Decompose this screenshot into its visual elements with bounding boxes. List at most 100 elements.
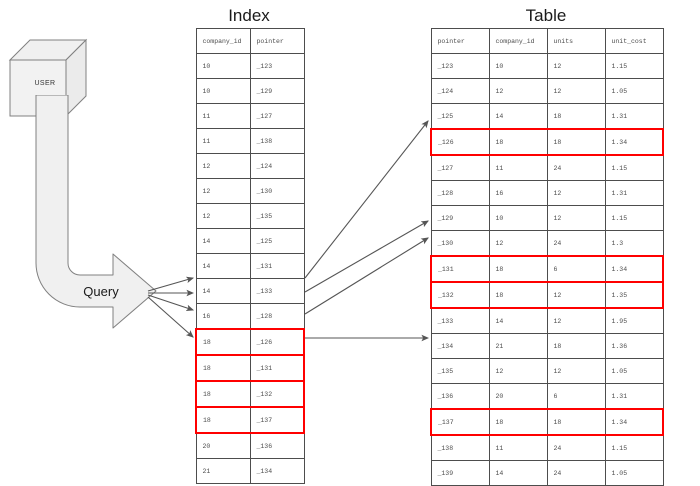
data-cell-pointer: _128 bbox=[430, 180, 490, 206]
query-arrow: Query bbox=[8, 94, 198, 345]
data-cell-company-id: 14 bbox=[488, 307, 548, 334]
index-cell-pointer: _128 bbox=[249, 303, 305, 330]
data-cell-unit-cost: 1.34 bbox=[604, 408, 664, 436]
data-header-unit-cost: unit_cost bbox=[604, 28, 664, 54]
data-cell-company-id: 12 bbox=[488, 230, 548, 257]
data-cell-units: 24 bbox=[546, 460, 606, 486]
index-cell-company-id: 12 bbox=[195, 203, 251, 229]
index-cell-company-id: 10 bbox=[195, 78, 251, 104]
table-row: 12_124 bbox=[195, 153, 305, 179]
data-cell-company-id: 12 bbox=[488, 358, 548, 384]
data-cell-company-id: 11 bbox=[488, 154, 548, 181]
data-cell-unit-cost: 1.05 bbox=[604, 460, 664, 486]
table-row: 18_126 bbox=[195, 328, 305, 356]
data-cell-units: 18 bbox=[546, 103, 606, 130]
data-header-row: pointer company_id units unit_cost bbox=[430, 28, 664, 54]
data-cell-unit-cost: 1.15 bbox=[604, 53, 664, 79]
data-cell-company-id: 18 bbox=[488, 408, 548, 436]
data-header-pointer: pointer bbox=[430, 28, 490, 54]
data-cell-unit-cost: 1.31 bbox=[604, 103, 664, 130]
data-header-units: units bbox=[546, 28, 606, 54]
data-cell-company-id: 10 bbox=[488, 205, 548, 231]
data-cell-pointer: _126 bbox=[430, 128, 490, 156]
data-cell-pointer: _131 bbox=[430, 255, 490, 283]
index-cell-pointer: _125 bbox=[249, 228, 305, 254]
index-cell-company-id: 10 bbox=[195, 53, 251, 79]
table-row: 14_125 bbox=[195, 228, 305, 254]
index-cell-company-id: 20 bbox=[195, 432, 251, 459]
data-cell-pointer: _139 bbox=[430, 460, 490, 486]
table-row: 18_137 bbox=[195, 406, 305, 434]
data-cell-company-id: 16 bbox=[488, 180, 548, 206]
data-cell-pointer: _130 bbox=[430, 230, 490, 257]
index-cell-company-id: 11 bbox=[195, 103, 251, 129]
data-cell-units: 12 bbox=[546, 307, 606, 334]
index-cell-pointer: _133 bbox=[249, 278, 305, 304]
index-cell-pointer: _126 bbox=[249, 328, 305, 356]
data-cell-unit-cost: 1.05 bbox=[604, 78, 664, 104]
data-cell-company-id: 20 bbox=[488, 383, 548, 410]
data-cell-unit-cost: 1.34 bbox=[604, 255, 664, 283]
index-cell-company-id: 12 bbox=[195, 178, 251, 204]
data-cell-units: 12 bbox=[546, 281, 606, 309]
data-table: pointer company_id units unit_cost _123 1… bbox=[430, 28, 664, 486]
index-cell-pointer: _129 bbox=[249, 78, 305, 104]
index-cell-pointer: _131 bbox=[249, 253, 305, 279]
query-arrow-label: Query bbox=[83, 284, 119, 299]
data-cell-pointer: _123 bbox=[430, 53, 490, 79]
data-cell-units: 6 bbox=[546, 383, 606, 410]
user-node-label: USER bbox=[34, 80, 56, 87]
index-cell-company-id: 16 bbox=[195, 303, 251, 330]
data-cell-pointer: _135 bbox=[430, 358, 490, 384]
index-cell-pointer: _134 bbox=[249, 458, 305, 484]
data-cell-unit-cost: 1.34 bbox=[604, 128, 664, 156]
data-cell-units: 12 bbox=[546, 180, 606, 206]
bent-block-arrow-icon bbox=[35, 94, 157, 329]
index-cell-pointer: _138 bbox=[249, 128, 305, 154]
data-cell-unit-cost: 1.31 bbox=[604, 180, 664, 206]
index-cell-pointer: _130 bbox=[249, 178, 305, 204]
table-title: Table bbox=[525, 6, 567, 25]
index-cell-company-id: 21 bbox=[195, 458, 251, 484]
data-header-company-id: company_id bbox=[488, 28, 548, 54]
data-cell-unit-cost: 1.15 bbox=[604, 154, 664, 181]
table-row: 21_134 bbox=[195, 458, 305, 484]
data-cell-company-id: 21 bbox=[488, 333, 548, 359]
data-cell-pointer: _132 bbox=[430, 281, 490, 309]
data-cell-company-id: 18 bbox=[488, 281, 548, 309]
table-row: 20_136 bbox=[195, 432, 305, 459]
data-cell-company-id: 14 bbox=[488, 460, 548, 486]
index-cell-pointer: _127 bbox=[249, 103, 305, 129]
table-row: 10_123 bbox=[195, 53, 305, 79]
index-cell-company-id: 12 bbox=[195, 153, 251, 179]
index-cell-company-id: 14 bbox=[195, 253, 251, 279]
data-cell-unit-cost: 1.35 bbox=[604, 281, 664, 309]
data-cell-company-id: 18 bbox=[488, 255, 548, 283]
index-cell-company-id: 18 bbox=[195, 380, 251, 408]
index-title: Index bbox=[228, 6, 270, 25]
index-cell-pointer: _132 bbox=[249, 380, 305, 408]
table-row: 14_131 bbox=[195, 253, 305, 279]
data-cell-company-id: 14 bbox=[488, 103, 548, 130]
data-cell-units: 12 bbox=[546, 205, 606, 231]
data-cell-units: 24 bbox=[546, 230, 606, 257]
index-cell-pointer: _131 bbox=[249, 354, 305, 382]
index-header-pointer: pointer bbox=[249, 28, 305, 54]
data-cell-unit-cost: 1.15 bbox=[604, 205, 664, 231]
data-cell-pointer: _125 bbox=[430, 103, 490, 130]
index-cell-pointer: _137 bbox=[249, 406, 305, 434]
data-cell-pointer: _134 bbox=[430, 333, 490, 359]
data-cell-units: 18 bbox=[546, 333, 606, 359]
index-cell-company-id: 18 bbox=[195, 328, 251, 356]
data-cell-units: 12 bbox=[546, 53, 606, 79]
table-row: 12_135 bbox=[195, 203, 305, 229]
